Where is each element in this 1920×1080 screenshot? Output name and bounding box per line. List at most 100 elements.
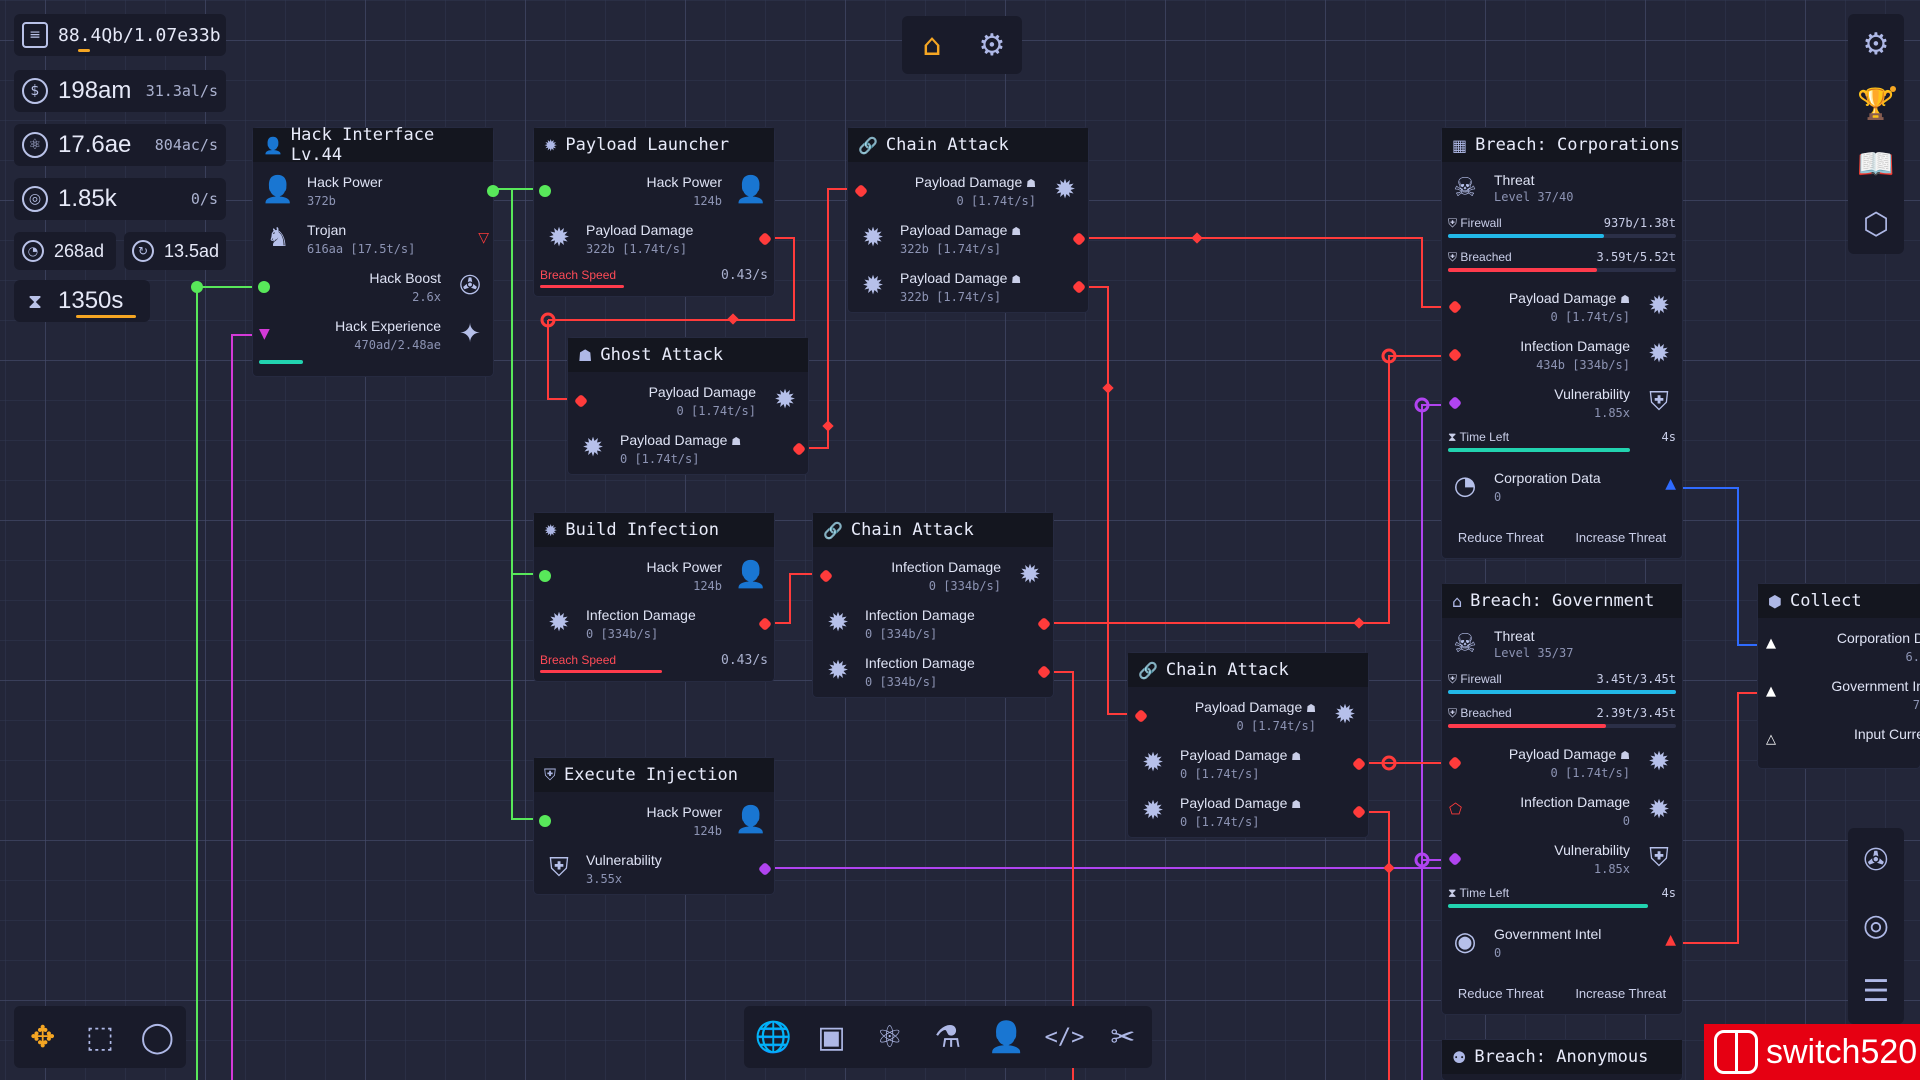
chip-icon[interactable]: ▣: [817, 1019, 846, 1055]
increase-threat-button[interactable]: Increase Threat: [1575, 985, 1667, 1001]
increase-threat-button[interactable]: Increase Threat: [1575, 529, 1667, 545]
user-icon[interactable]: 👤: [987, 1019, 1025, 1055]
row-label: Payload Damage ☗: [914, 174, 1036, 190]
input-port[interactable]: ▲: [1766, 636, 1776, 651]
input-port[interactable]: [1447, 851, 1463, 867]
wire-payload: [1076, 286, 1140, 715]
node-chain-attack[interactable]: 🔗Chain Attack Infection Damage 0 [334b/s…: [813, 513, 1053, 697]
row-sub: 372b: [307, 194, 336, 208]
node-chain-attack[interactable]: 🔗Chain Attack Payload Damage ☗ 0 [1.74t/…: [1128, 653, 1368, 837]
output-port[interactable]: ▲: [1665, 932, 1676, 948]
node-breach-anonymous[interactable]: ⚉Breach: Anonymous: [1442, 1040, 1682, 1080]
server-icon[interactable]: ☰: [1862, 973, 1890, 1009]
node-header[interactable]: 👤Hack Interface Lv.44: [253, 125, 493, 165]
trophy-icon[interactable]: 🏆: [1857, 86, 1896, 122]
input-port[interactable]: [1447, 347, 1463, 363]
home-icon[interactable]: ⌂: [922, 27, 942, 63]
node-header[interactable]: ⛨Execute Injection: [534, 758, 774, 792]
reduce-threat-button[interactable]: Reduce Threat: [1457, 529, 1544, 545]
output-port[interactable]: [1071, 279, 1087, 295]
reduce-threat-button[interactable]: Reduce Threat: [1457, 985, 1544, 1001]
output-port[interactable]: [791, 441, 807, 457]
input-port[interactable]: [539, 815, 551, 827]
input-port[interactable]: [1133, 708, 1149, 724]
threat-level: Level 37/40: [1494, 190, 1574, 204]
flask-icon[interactable]: ⚗: [934, 1019, 962, 1055]
node-execute-injection[interactable]: ⛨Execute Injection Hack Power 124b 👤 ⛨ V…: [534, 758, 774, 894]
output-port[interactable]: [487, 185, 499, 197]
node-hack-interface[interactable]: 👤Hack Interface Lv.44 👤 Hack Power 372b …: [253, 125, 499, 376]
row-label: Vulnerability: [1554, 842, 1630, 858]
node-header[interactable]: ⚉Breach: Anonymous: [1442, 1040, 1682, 1074]
breach-speed-bar: [540, 285, 624, 288]
node-header[interactable]: ✹Payload Launcher: [534, 128, 774, 162]
input-port[interactable]: [818, 568, 834, 584]
top-toolbar: ⌂ ⚙: [902, 16, 1022, 74]
breach-speed-bar: [540, 670, 662, 673]
threat-row: ☠ Threat Level 37/40: [1442, 166, 1682, 212]
node-header[interactable]: 🔗Chain Attack: [813, 513, 1053, 547]
input-port[interactable]: ▲: [1766, 684, 1776, 699]
code-icon[interactable]: </>: [1044, 1024, 1085, 1050]
row-sub: 124b: [693, 579, 722, 593]
output-port[interactable]: ▽: [478, 230, 489, 246]
node-payload-launcher[interactable]: ✹Payload Launcher Hack Power 124b 👤 ✹ Pa…: [534, 128, 774, 296]
row-label: Payload Damage ☗: [1508, 290, 1630, 306]
select-icon[interactable]: ⬚: [85, 1019, 115, 1055]
output-port[interactable]: [1036, 664, 1052, 680]
input-port[interactable]: [258, 281, 270, 293]
node-breach-corporations[interactable]: ▦Breach: Corporations ☠ Threat Level 37/…: [1442, 128, 1682, 558]
node-build-infection[interactable]: ✹Build Infection Hack Power 124b 👤 ✹ Inf…: [534, 513, 774, 681]
row-sub: 322b [1.74t/s]: [900, 242, 1002, 256]
output-port[interactable]: [757, 616, 773, 632]
node-header[interactable]: 🔗Chain Attack: [1128, 653, 1368, 687]
row-sub: 1.85x: [1593, 406, 1630, 420]
book-icon[interactable]: 📖: [1857, 146, 1895, 182]
chess-knight-icon: ♞: [266, 223, 290, 253]
hexagon-icon[interactable]: ⬡: [1862, 206, 1890, 242]
node-collect[interactable]: ⬢Collect ▲ Corporation D 6. ▲ Government…: [1758, 584, 1920, 768]
move-icon[interactable]: ✥: [30, 1019, 56, 1055]
node-header[interactable]: 🔗Chain Attack: [848, 128, 1088, 162]
node-header[interactable]: ☗Ghost Attack: [568, 338, 808, 372]
output-port[interactable]: [757, 231, 773, 247]
node-header[interactable]: ⬢Collect: [1758, 584, 1920, 618]
output-port[interactable]: ▲: [1665, 476, 1676, 492]
node-breach-government[interactable]: ⌂Breach: Government ☠ Threat Level 35/37…: [1442, 584, 1682, 1014]
atom-settings-icon[interactable]: ⚙: [978, 27, 1006, 63]
input-port[interactable]: [853, 183, 869, 199]
output-port[interactable]: [757, 861, 773, 877]
node-chain-attack[interactable]: 🔗Chain Attack Payload Damage ☗ 0 [1.74t/…: [848, 128, 1088, 312]
input-port[interactable]: ⬠: [1449, 800, 1463, 818]
tools-icon[interactable]: ✂: [1110, 1019, 1136, 1055]
input-port[interactable]: [539, 570, 551, 582]
input-port[interactable]: [1447, 299, 1463, 315]
target-icon[interactable]: ◎: [1862, 908, 1890, 944]
dollar-icon: $: [22, 78, 48, 104]
shield-icon: ⛨: [1649, 842, 1669, 873]
aperture-icon[interactable]: ✇: [1863, 843, 1889, 879]
node-header[interactable]: ▦Breach: Corporations: [1442, 128, 1682, 162]
node-row: ▲ Corporation D 6.: [1758, 624, 1920, 670]
output-port[interactable]: [1351, 756, 1367, 772]
output-port[interactable]: [1036, 616, 1052, 632]
resource-data: ≡ 88.4Qb/1.07e33b: [14, 14, 226, 56]
node-title: Collect: [1789, 591, 1862, 611]
gear-icon[interactable]: ⚙: [1862, 26, 1890, 62]
node-header[interactable]: ⌂Breach: Government: [1442, 584, 1682, 618]
row-label: Payload Damage ☗: [1180, 795, 1302, 811]
circle-icon[interactable]: ◯: [140, 1019, 175, 1055]
input-port[interactable]: [539, 185, 551, 197]
atom-icon[interactable]: ⚛: [876, 1019, 904, 1055]
input-port[interactable]: △: [1766, 732, 1776, 747]
globe-icon[interactable]: 🌐: [754, 1019, 792, 1055]
virus-icon: ✹: [1334, 700, 1356, 730]
input-port[interactable]: ▼: [259, 326, 270, 342]
node-header[interactable]: ✹Build Infection: [534, 513, 774, 547]
input-port[interactable]: [1447, 755, 1463, 771]
input-port[interactable]: [1447, 395, 1463, 411]
input-port[interactable]: [573, 393, 589, 409]
output-port[interactable]: [1071, 231, 1087, 247]
node-ghost-attack[interactable]: ☗Ghost Attack Payload Damage 0 [1.74t/s]…: [568, 338, 808, 474]
output-port[interactable]: [1351, 804, 1367, 820]
